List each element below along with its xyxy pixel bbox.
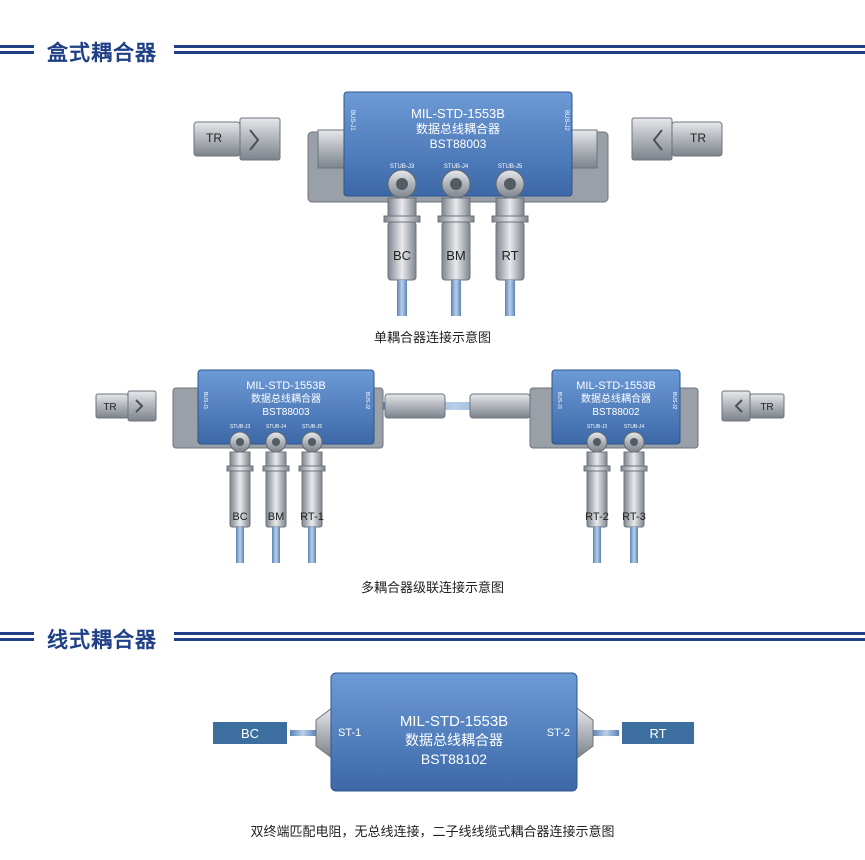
cascade-diagram: MIL-STD-1553B 数据总线耦合器 BST88003 BUS-J1 BU… bbox=[95, 369, 785, 563]
coupler-left-stub-j5: STUB-J5 bbox=[302, 424, 323, 430]
terminal-label-bm: BM bbox=[446, 248, 466, 263]
terminator-label-right: TR bbox=[690, 131, 706, 145]
cascade-terminal-bc: BC bbox=[232, 511, 247, 523]
cascade-terminator-label-right: TR bbox=[760, 402, 773, 413]
cascade-terminator-label-left: TR bbox=[103, 402, 116, 413]
header-decor-left-2 bbox=[0, 632, 34, 648]
inline-st-right: ST-2 bbox=[547, 727, 570, 739]
stub-connector-bc bbox=[383, 169, 421, 316]
header-decor-right-2 bbox=[174, 632, 865, 648]
inline-bc-label: BC bbox=[241, 726, 259, 741]
inline-coupler-diagram: MIL-STD-1553B 数据总线耦合器 BST88102 ST-1 ST-2… bbox=[213, 672, 694, 792]
bus-cable-plug-right bbox=[469, 393, 531, 419]
coupler-box-right bbox=[551, 369, 681, 445]
section-title-box: 盒式耦合器 bbox=[47, 41, 157, 65]
inline-st-left: ST-1 bbox=[338, 727, 361, 739]
inline-model: MIL-STD-1553B bbox=[400, 713, 508, 730]
caption-single: 单耦合器连接示意图 bbox=[373, 331, 491, 346]
terminator-right bbox=[631, 117, 723, 161]
caption-cascade: 多耦合器级联连接示意图 bbox=[360, 581, 504, 596]
inline-rt-box bbox=[622, 722, 694, 744]
stub-connector-left-2 bbox=[262, 431, 290, 563]
cascade-terminator-left bbox=[95, 390, 157, 422]
stub-connector-left-1 bbox=[226, 431, 254, 563]
section-title-inline: 线式耦合器 bbox=[47, 628, 157, 652]
inline-bc-box bbox=[213, 722, 287, 744]
coupler-left-bus-right: BUS-J2 bbox=[364, 392, 370, 409]
coupler-right-bus-left: BUS-J1 bbox=[556, 392, 562, 409]
inline-coupler-body bbox=[330, 672, 578, 792]
bus-connector-left bbox=[317, 129, 349, 169]
cascade-terminal-rt3: RT-3 bbox=[622, 511, 646, 523]
coupler-part: BST88003 bbox=[430, 137, 487, 151]
coupler-right-stub-j4: STUB-J4 bbox=[624, 424, 645, 430]
stub-connector-bm bbox=[437, 169, 475, 316]
coupler-right-part: BST88002 bbox=[592, 407, 640, 418]
stub-label-j4: STUB-J4 bbox=[444, 164, 469, 170]
coupler-right-stub-j3: STUB-J3 bbox=[587, 424, 608, 430]
stub-connector-left-3 bbox=[298, 431, 326, 563]
coupler-right-model: MIL-STD-1553B bbox=[576, 380, 655, 392]
coupler-left-name: 数据总线耦合器 bbox=[251, 392, 321, 405]
bus-cable-plug-left bbox=[384, 393, 446, 419]
coupler-right-name: 数据总线耦合器 bbox=[581, 392, 651, 405]
caption-inline: 双终端匹配电阻，无总线连接，二子线线缆式耦合器连接示意图 bbox=[250, 825, 615, 840]
cascade-terminal-rt2: RT-2 bbox=[585, 511, 609, 523]
coupler-model: MIL-STD-1553B bbox=[411, 106, 505, 121]
bus-cable bbox=[380, 402, 530, 410]
inline-endcap-right bbox=[576, 707, 594, 759]
section-header-box: 盒式耦合器 bbox=[0, 38, 865, 68]
coupler-right-bus-right: BUS-J2 bbox=[671, 392, 677, 409]
terminator-left bbox=[193, 117, 281, 161]
stub-connector-right-2 bbox=[620, 431, 648, 563]
header-decor-left bbox=[0, 45, 34, 61]
single-coupler-diagram: MIL-STD-1553B 数据总线耦合器 BST88003 BUS-J1 BU… bbox=[193, 91, 723, 316]
coupler-name: 数据总线耦合器 bbox=[416, 121, 500, 136]
stub-label-j3: STUB-J3 bbox=[390, 164, 415, 170]
section-header-inline: 线式耦合器 bbox=[0, 625, 865, 655]
coupler-left-part: BST88003 bbox=[262, 407, 310, 418]
cascade-terminal-rt1: RT-1 bbox=[300, 511, 324, 523]
inline-cable-left bbox=[290, 730, 316, 736]
stub-label-j5: STUB-J5 bbox=[498, 164, 523, 170]
terminator-label-left: TR bbox=[206, 131, 222, 145]
terminal-label-rt: RT bbox=[501, 248, 518, 263]
bus-label-right: BUS-J2 bbox=[563, 110, 569, 131]
coupler-left-stub-j3: STUB-J3 bbox=[230, 424, 251, 430]
cascade-terminator-right bbox=[721, 390, 785, 422]
coupler-left-bus-left: BUS-J1 bbox=[202, 392, 208, 409]
inline-name: 数据总线耦合器 bbox=[405, 733, 503, 749]
inline-endcap-left bbox=[315, 707, 333, 759]
stub-connector-right-1 bbox=[583, 431, 611, 563]
header-decor-right bbox=[174, 45, 865, 61]
inline-rt-label: RT bbox=[649, 726, 666, 741]
cascade-terminal-bm: BM bbox=[268, 511, 285, 523]
coupler-left-stub-j4: STUB-J4 bbox=[266, 424, 287, 430]
stub-connector-rt bbox=[491, 169, 529, 316]
terminal-label-bc: BC bbox=[393, 248, 411, 263]
inline-part: BST88102 bbox=[421, 751, 487, 767]
bus-label-left: BUS-J1 bbox=[349, 110, 355, 131]
inline-cable-right bbox=[593, 730, 619, 736]
coupler-left-model: MIL-STD-1553B bbox=[246, 380, 325, 392]
